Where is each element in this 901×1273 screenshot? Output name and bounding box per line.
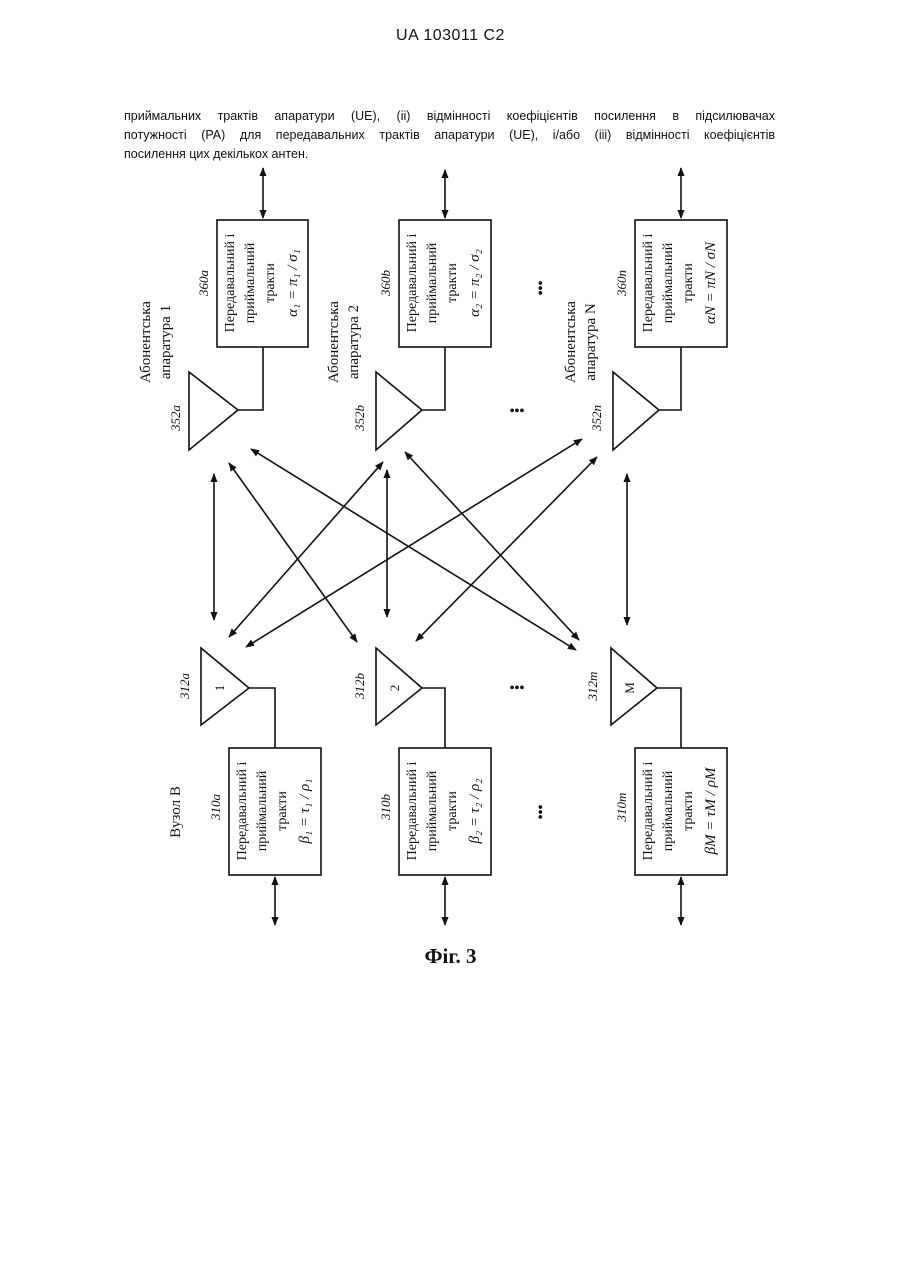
node-block-1-formula: β₁ = τ₁ / ρ₁ [297, 779, 313, 845]
ue-1-feed-line [238, 347, 263, 410]
ue-2-group: Передавальний і приймальний тракти α₂ = … [326, 170, 491, 450]
node-antenna-m-label: M [622, 682, 637, 694]
node-block-2-formula: β₂ = τ₂ / ρ₂ [467, 779, 483, 845]
ue-1-block-line-3: тракти [263, 263, 278, 303]
ue-2-block-line-3: тракти [445, 263, 460, 303]
node-block-m-group: Передавальний і приймальний тракти βM = … [614, 748, 727, 925]
node-antenna-m-group: M 312m [585, 648, 681, 748]
ue-1-block-line-1: Передавальний і [223, 234, 238, 333]
node-block-1-ref: 310a [208, 794, 223, 822]
node-antenna-1-label: 1 [212, 685, 227, 692]
ue-n-block-line-3: тракти [681, 263, 696, 303]
ue-2-block-line-2: приймальний [425, 242, 440, 323]
ellipsis-node-antennas: ••• [510, 681, 525, 696]
ue-antenna-1-ref: 352a [168, 405, 183, 433]
ue-antenna-1-icon [189, 372, 238, 450]
ue-n-group: Передавальний і приймальний тракти αN = … [563, 168, 727, 450]
ellipsis-node-blocks: ••• [534, 805, 549, 820]
ue-2-block-line-1: Передавальний і [405, 234, 420, 333]
node-block-1-line-2: приймальний [255, 770, 270, 851]
link-n-2 [416, 457, 597, 641]
ue-1-block-line-2: приймальний [243, 242, 258, 323]
node-block-m-formula: βM = τM / ρM [703, 766, 719, 855]
link-1-n [251, 449, 576, 650]
node-1-feed-line [249, 688, 275, 748]
node-antenna-1-ref: 312a [177, 673, 192, 701]
ue-2-label-line-1: Абонентська [326, 301, 342, 383]
ue-2-label-line-2: апаратура 2 [346, 305, 362, 379]
node-block-m-line-3: тракти [681, 791, 696, 831]
node-b-label: Вузол В [168, 786, 184, 838]
ue-n-block-line-2: приймальний [661, 242, 676, 323]
node-block-m-line-2: приймальний [661, 770, 676, 851]
ue-2-block-ref: 360b [378, 270, 393, 298]
ue-n-block-ref: 360n [614, 270, 629, 297]
ellipsis-ue-blocks: ••• [534, 281, 549, 296]
figure-caption: Фіг. 3 [0, 944, 901, 969]
ue-antenna-n-ref: 352n [589, 405, 604, 432]
node-antenna-2-label: 2 [387, 685, 402, 692]
node-block-1-line-3: тракти [275, 791, 290, 831]
node-m-feed-line [657, 688, 681, 748]
node-block-2-line-2: приймальний [425, 770, 440, 851]
ue-n-label-line-2: апаратура N [583, 303, 599, 381]
node-block-2-line-3: тракти [445, 791, 460, 831]
ue-antenna-n-icon [613, 372, 659, 450]
link-2-n [405, 452, 579, 640]
ue-1-group: Передавальний і приймальний тракти α₁ = … [138, 168, 308, 450]
node-antenna-2-group: 2 312b [352, 648, 445, 748]
node-block-2-ref: 310b [378, 794, 393, 822]
node-block-m-ref: 310m [614, 793, 629, 823]
ue-antenna-2-ref: 352b [352, 405, 367, 433]
node-antenna-1-group: 1 312a [177, 648, 275, 748]
node-block-1-group: Передавальний і приймальний тракти β₁ = … [208, 748, 321, 925]
node-antenna-2-ref: 312b [352, 673, 367, 701]
ue-1-block-ref: 360a [196, 270, 211, 298]
node-block-m-line-1: Передавальний і [641, 762, 656, 861]
ue-n-label-line-1: Абонентська [563, 301, 579, 383]
ue-1-block-formula: α₁ = π₁ / σ₁ [285, 249, 301, 317]
ue-antenna-2-icon [376, 372, 422, 450]
radio-links [214, 439, 627, 650]
node-antenna-m-ref: 312m [585, 672, 600, 702]
ue-1-label-line-2: апаратура 1 [158, 305, 174, 379]
node-block-1-line-1: Передавальний і [235, 762, 250, 861]
ue-2-feed-line [422, 347, 445, 410]
ue-n-block-line-1: Передавальний і [641, 234, 656, 333]
ellipsis-ue-antennas: ••• [510, 404, 525, 419]
node-2-feed-line [422, 688, 445, 748]
node-block-2-group: Передавальний і приймальний тракти β₂ = … [378, 748, 491, 925]
ue-n-block-formula: αN = πN / σN [703, 241, 719, 324]
link-n-1 [246, 439, 582, 647]
ue-n-feed-line [659, 347, 681, 410]
ue-1-label-line-1: Абонентська [138, 301, 154, 383]
node-block-2-line-1: Передавальний і [405, 762, 420, 861]
ue-2-block-formula: α₂ = π₂ / σ₂ [467, 249, 483, 317]
